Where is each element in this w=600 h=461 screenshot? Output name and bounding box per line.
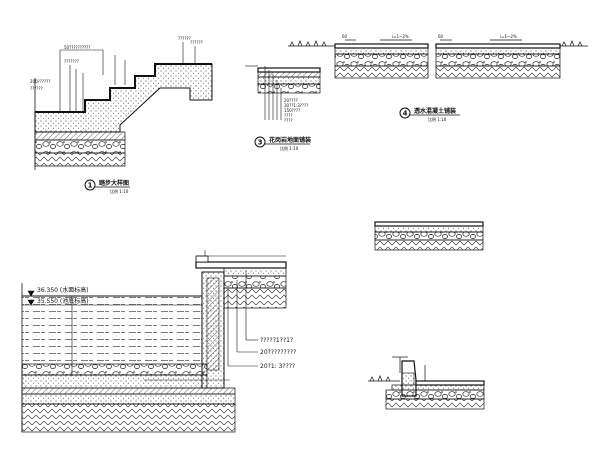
- detail-3-number-circle: [254, 136, 266, 148]
- detail-1-scale: 比例 1:10: [110, 188, 129, 194]
- detail-3-scale: 比例 1:10: [280, 145, 299, 151]
- pool-callout-2: 20?????????: [260, 349, 296, 356]
- detail-1-callout-3: 200??????: [30, 79, 50, 84]
- detail-4-permeable-paving: i=1~2% i=1~2% 60 60 4 透水混凝土铺装 比例 1:10: [288, 34, 588, 122]
- pool-section: 36.350 (水面标高) 35.550 (池底标高) ???: [21, 250, 296, 433]
- detail-4-scale: 比例 1:10: [428, 116, 447, 122]
- curb-detail: [368, 356, 485, 410]
- pool-callout-3: 20?1: 3????: [260, 363, 295, 370]
- detail-3-title: 花岗岩地面铺装: [269, 136, 311, 144]
- detail-1-number: 1: [88, 182, 93, 190]
- detail-1-callout-5: ??????: [178, 36, 191, 41]
- detail-3-callout-1: 20????: [284, 98, 298, 103]
- detail-1-callout-2: ???????: [64, 59, 79, 64]
- detail-3-callout-3: 150????: [284, 108, 300, 113]
- pool-callout-1: ?????1??1?: [260, 337, 293, 344]
- detail-3-callout-5: ????: [284, 118, 293, 123]
- detail-3-callout-4: ????: [284, 113, 293, 118]
- detail-1-step-section: 50?????????? ??????? 200?????? ?????? ??…: [30, 36, 213, 194]
- detail-4-slope-right: i=1~2%: [500, 34, 517, 39]
- detail-4-number-circle: [399, 107, 411, 119]
- detail-3-granite-paving: 20???? 30??1:3???? 150???? ???? ???? 3 花…: [245, 65, 321, 151]
- detail-1-callout-6: ??????: [190, 40, 203, 45]
- detail-1-title: 踏步大样图: [99, 179, 129, 187]
- water-level-label: 36.350 (水面标高): [37, 286, 89, 294]
- paving-strip-detail: [374, 221, 484, 251]
- detail-1-number-circle: [84, 179, 96, 191]
- detail-4-title: 透水混凝土铺装: [414, 107, 456, 115]
- detail-4-dim-right: 60: [438, 34, 444, 39]
- detail-3-number: 3: [258, 139, 263, 147]
- detail-3-callout-2: 30??1:3????: [284, 103, 308, 108]
- detail-1-callout-4: ??????: [30, 86, 43, 91]
- pool-bottom-level-label: 35.550 (池底标高): [37, 297, 89, 305]
- detail-1-callout-1: 50??????????: [64, 45, 90, 50]
- detail-4-slope-left: i=1~2%: [392, 34, 409, 39]
- detail-4-number: 4: [403, 110, 408, 118]
- detail-4-dim-left: 60: [342, 34, 348, 39]
